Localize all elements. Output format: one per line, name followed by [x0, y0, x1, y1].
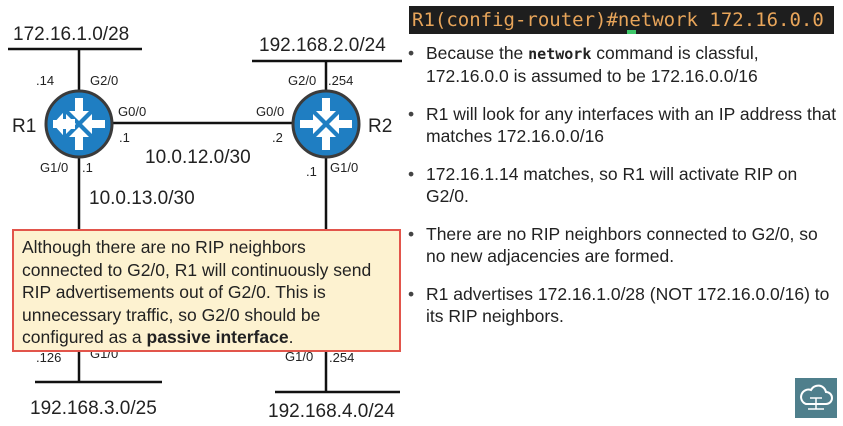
list-item: 172.16.1.14 matches, so R1 will activate…: [408, 163, 840, 207]
network-label: 192.168.4.0/24: [268, 401, 395, 422]
router-icon: [291, 89, 361, 159]
explanation-list: Because the network command is classful,…: [408, 42, 840, 327]
note-text: Although there are no RIP neighbors conn…: [22, 237, 372, 347]
bullet-text: There are no RIP neighbors connected to …: [426, 224, 818, 266]
note-bold-term: passive interface: [146, 327, 289, 347]
cli-command: R1(config-router)#network 172.16.0.0: [409, 6, 834, 34]
interface-ip-label: .1: [306, 164, 317, 179]
list-item: There are no RIP neighbors connected to …: [408, 223, 840, 267]
interface-label: G1/0: [330, 160, 359, 175]
bullet-text: R1 advertises 172.16.1.0/28 (NOT 172.16.…: [426, 284, 830, 326]
network-label: 10.0.13.0/30: [89, 188, 195, 209]
interface-label: G1/0: [285, 349, 314, 364]
cloud-network-logo-icon: [795, 378, 837, 418]
interface-label: G1/0: [40, 160, 69, 175]
network-label: 192.168.2.0/24: [259, 35, 386, 56]
network-topology: [8, 47, 402, 394]
network-label: 192.168.3.0/25: [30, 398, 157, 419]
list-item: R1 will look for any interfaces with an …: [408, 103, 840, 147]
interface-label: G0/0: [256, 104, 285, 119]
cursor-marker: [627, 30, 636, 34]
passive-interface-note: Although there are no RIP neighbors conn…: [12, 229, 401, 352]
list-item: Because the network command is classful,…: [408, 42, 840, 87]
interface-ip-label: .1: [119, 130, 130, 145]
network-label: 172.16.1.0/28: [13, 24, 130, 45]
device-label-r1: R1: [12, 116, 37, 137]
list-item: R1 advertises 172.16.1.0/28 (NOT 172.16.…: [408, 283, 840, 327]
interface-ip-label: .2: [272, 130, 283, 145]
interface-ip-label: .1: [82, 160, 93, 175]
device-label-r2: R2: [368, 116, 393, 137]
network-label: 10.0.12.0/30: [145, 147, 251, 168]
interface-label: G2/0: [90, 73, 119, 88]
router-icon: [44, 89, 114, 159]
interface-ip-label: .254: [329, 350, 355, 365]
bullet-text: Because the: [426, 43, 529, 63]
interface-label: G0/0: [118, 104, 147, 119]
interface-ip-label: .126: [36, 350, 62, 365]
note-end: .: [288, 327, 294, 347]
interface-ip-label: .254: [328, 73, 354, 88]
bullet-command: network: [528, 45, 592, 63]
bullet-text: command is classful, 172.16.0.0 is assum…: [426, 43, 759, 86]
interface-ip-label: .14: [36, 73, 55, 88]
interface-label: G2/0: [288, 73, 317, 88]
bullet-text: R1 will look for any interfaces with an …: [426, 104, 837, 146]
bullet-text: 172.16.1.14 matches, so R1 will activate…: [426, 164, 798, 206]
